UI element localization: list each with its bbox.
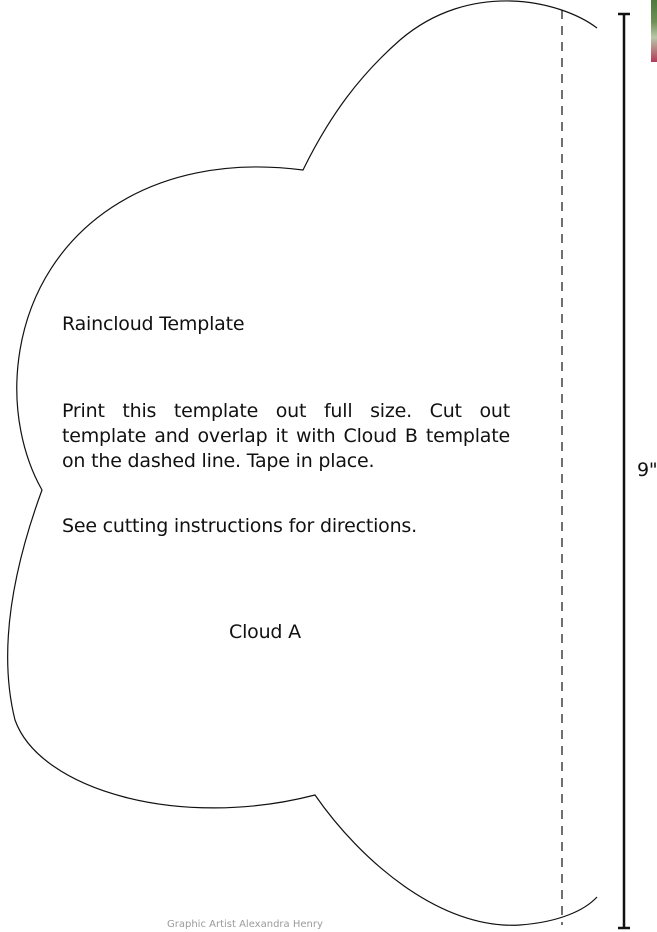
dimension-label: 9" [637, 459, 657, 481]
template-instructions: Print this template out full size. Cut o… [62, 400, 510, 472]
artist-credit: Graphic Artist Alexandra Henry [167, 919, 323, 930]
corner-thumbnail-image [651, 0, 657, 62]
piece-label: Cloud A [229, 621, 301, 643]
see-cutting-instructions: See cutting instructions for directions. [62, 515, 417, 537]
template-title: Raincloud Template [62, 313, 245, 335]
cloud-outline [7, 0, 598, 926]
